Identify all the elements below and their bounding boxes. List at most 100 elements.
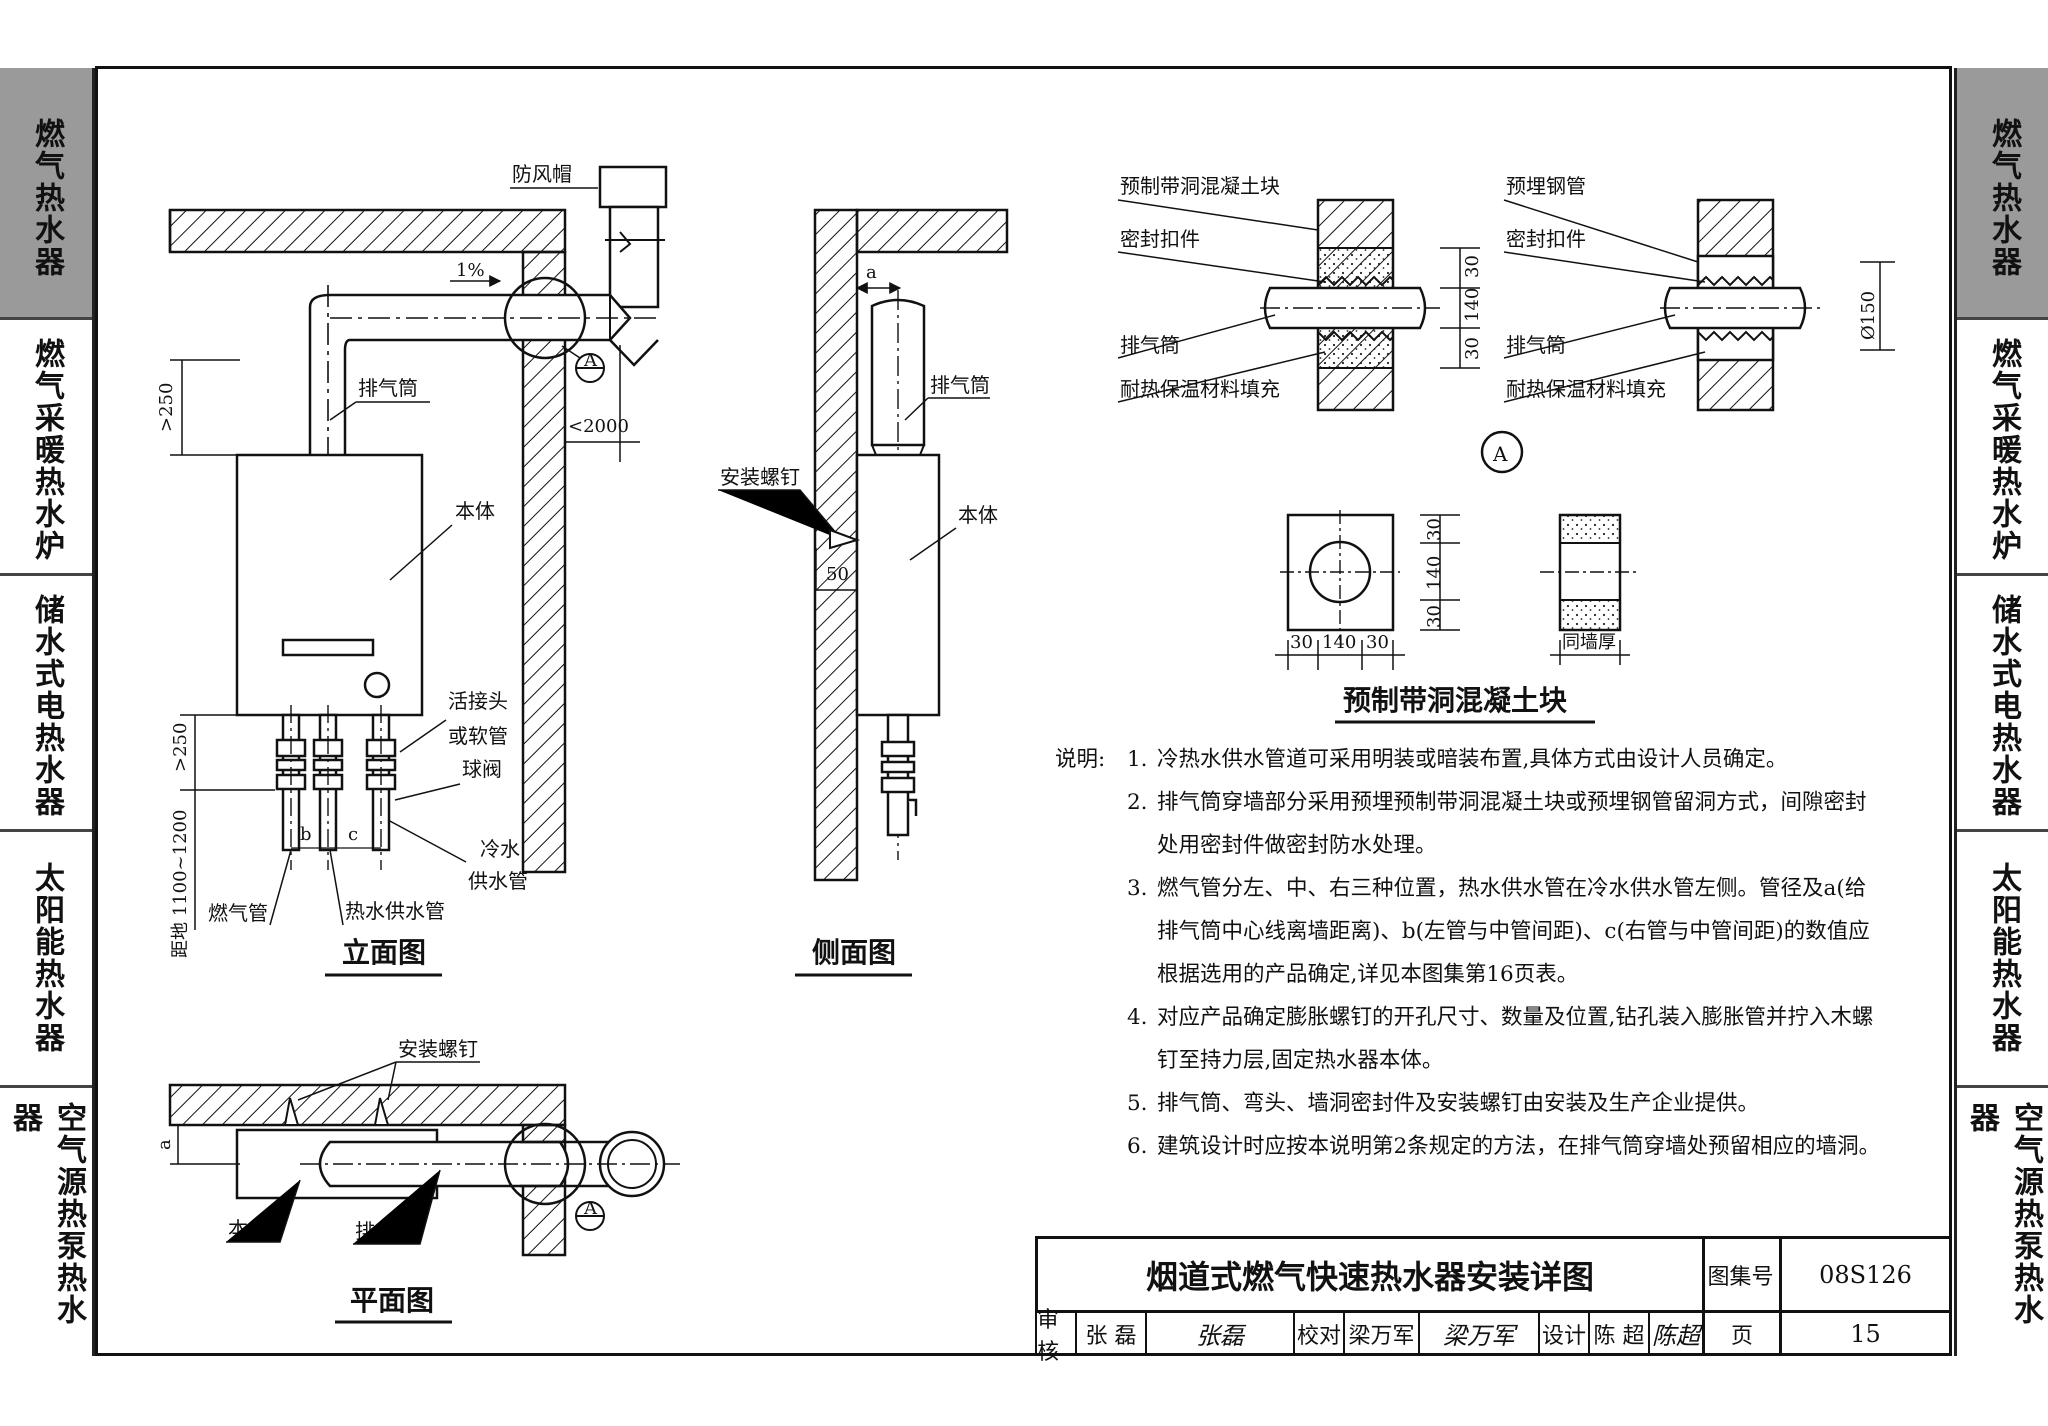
tab-label: 空气源热泵热水器 (7, 1102, 86, 1326)
side-screw-label: 安装螺钉 (720, 465, 800, 489)
note-item: 4. 对应产品确定膨胀螺钉的开孔尺寸、数量及位置,钻孔装入膨胀管并拧入木螺钉至持… (1055, 996, 1885, 1082)
tab-label: 空气源热泵热水器 (1964, 1102, 2043, 1326)
designer-name: 陈 超 (1590, 1313, 1650, 1356)
block-dim-v-3: 30 (1424, 605, 1445, 628)
note-text: 冷热水供水管道可采用明装或暗装布置,具体方式由设计人员确定。 (1157, 747, 1788, 772)
ceiling-slab (168, 208, 567, 254)
tab-gas-heating-boiler[interactable]: 燃气采暖热水炉 (1957, 320, 2048, 576)
note-number: 5. (1127, 1091, 1148, 1116)
plan-dim-a: a (154, 1139, 175, 1150)
wind-cap (598, 165, 668, 209)
note-number: 2. (1127, 790, 1148, 815)
block-dim-h-2: 140 (1322, 632, 1356, 653)
fill-label-left: 耐热保温材料填充 (1120, 377, 1280, 401)
dim-b: b (300, 824, 312, 845)
precast-block-detail: 30 140 30 30 140 30 同墙厚 预制带洞混凝土块 (1275, 510, 1640, 724)
plan-screw-label: 安装螺钉 (398, 1037, 478, 1061)
atlas-label: 图集号 (1702, 1236, 1782, 1313)
note-text: 建筑设计时应按本说明第2条规定的方法，在排气筒穿墙处预留相应的墙洞。 (1157, 1134, 1881, 1159)
design-label: 设计 (1540, 1313, 1590, 1356)
dim-30-a: 30 (1462, 255, 1483, 278)
note-text: 排气筒、弯头、墙洞密封件及安装螺钉由安装及生产企业提供。 (1157, 1091, 1760, 1116)
tab-gas-water-heater[interactable]: 燃气热水器 (0, 68, 92, 320)
plan-section-marker: A (583, 1198, 598, 1219)
tab-label: 燃气采暖热水炉 (29, 338, 64, 562)
plan-view: 安装螺钉 A a 本体 排气筒 平面图 (154, 1037, 680, 1324)
note-item: 2. 排气筒穿墙部分采用预埋预制带洞混凝土块或预埋钢管留洞方式，间隙密封处用密封… (1055, 781, 1885, 867)
tab-label: 太阳能热水器 (1986, 862, 2021, 1054)
tab-solar-water-heater[interactable]: 太阳能热水器 (1957, 832, 2048, 1088)
checker-signature: 梁万军 (1420, 1313, 1540, 1356)
flue-pipe (308, 307, 347, 455)
note-text: 对应产品确定膨胀螺钉的开孔尺寸、数量及位置,钻孔装入膨胀管并拧入木螺钉至持力层,… (1157, 1005, 1874, 1073)
tab-gas-heating-boiler[interactable]: 燃气采暖热水炉 (0, 320, 92, 576)
cold-pipe-label-2: 供水管 (468, 869, 528, 893)
dim-dia-150: Ø150 (1858, 291, 1879, 340)
ball-valve-label: 球阀 (462, 757, 502, 781)
note-item: 5. 排气筒、弯头、墙洞密封件及安装螺钉由安装及生产企业提供。 (1055, 1082, 1885, 1125)
elevation-view: A 防风帽 1% 本体 排气筒 活接头 或软管 球阀 (156, 162, 668, 977)
dim-line-bottom (180, 714, 275, 930)
tab-label: 储水式电热水器 (29, 594, 64, 818)
union-label: 活接头 (448, 689, 508, 713)
elevation-title: 立面图 (342, 936, 426, 969)
block-dim-h-1: 30 (1290, 632, 1313, 653)
tab-storage-electric-heater[interactable]: 储水式电热水器 (0, 576, 92, 832)
note-number: 3. (1127, 876, 1148, 901)
wall-section (521, 250, 567, 874)
wind-cap-label: 防风帽 (512, 162, 572, 186)
side-flue-label: 排气筒 (930, 373, 990, 397)
plan-wall-top (168, 1083, 567, 1127)
note-item: 6. 建筑设计时应按本说明第2条规定的方法，在排气筒穿墙处预留相应的墙洞。 (1055, 1125, 1885, 1168)
control-knob (363, 671, 391, 699)
body-label: 本体 (455, 499, 495, 523)
page-number: 15 (1782, 1313, 1952, 1356)
tab-label: 太阳能热水器 (29, 862, 64, 1054)
tab-label: 燃气采暖热水炉 (1986, 338, 2021, 562)
tab-label: 燃气热水器 (29, 118, 64, 278)
hot-pipe-label: 热水供水管 (345, 899, 445, 923)
tab-heat-pump-heater[interactable]: 空气源热泵热水器 (1957, 1088, 2048, 1356)
note-number: 6. (1127, 1134, 1148, 1159)
side-screw (829, 528, 861, 550)
dim-250-top: >250 (156, 383, 177, 432)
category-tabs-right: 燃气热水器 燃气采暖热水炉 储水式电热水器 太阳能热水器 空气源热泵热水器 (1954, 68, 2048, 1356)
note-text: 燃气管分左、中、右三种位置，热水供水管在冷水供水管左侧。管径及a(给排气筒中心线… (1157, 876, 1870, 987)
seal-label-left: 密封扣件 (1120, 227, 1200, 251)
tab-gas-water-heater[interactable]: 燃气热水器 (1957, 68, 2048, 320)
drawing-title: 烟道式燃气快速热水器安装详图 (1035, 1236, 1705, 1313)
drawing-frame (95, 66, 1952, 1356)
title-block: 烟道式燃气快速热水器安装详图 图集号 08S126 审核 张 磊 张磊 校对 梁… (1035, 1236, 1952, 1365)
flue-horizontal (308, 293, 632, 351)
note-text: 排气筒穿墙部分采用预埋预制带洞混凝土块或预埋钢管留洞方式，间隙密封处用密封件做密… (1157, 790, 1867, 858)
block-dim-v-1: 30 (1424, 518, 1445, 541)
note-item: 说明: 1. 冷热水供水管道可采用明装或暗装布置,具体方式由设计人员确定。 (1055, 738, 1885, 781)
dim-30-b: 30 (1462, 337, 1483, 360)
page-label: 页 (1705, 1313, 1782, 1356)
dim-c: c (348, 824, 358, 845)
side-body-label: 本体 (958, 503, 998, 527)
side-pipes (880, 713, 918, 837)
dim-140: 140 (1462, 288, 1483, 322)
side-title: 侧面图 (812, 936, 896, 969)
note-number: 4. (1127, 1005, 1148, 1030)
slope-label: 1% (456, 260, 485, 281)
tab-storage-electric-heater[interactable]: 储水式电热水器 (1957, 576, 2048, 832)
dim-250-bottom: >250 (170, 723, 191, 772)
section-marker-a: A (583, 350, 598, 371)
tab-solar-water-heater[interactable]: 太阳能热水器 (0, 832, 92, 1088)
notes-label: 说明: (1055, 747, 1106, 772)
gas-pipe-label: 燃气管 (208, 901, 268, 925)
note-item: 3. 燃气管分左、中、右三种位置，热水供水管在冷水供水管左侧。管径及a(给排气筒… (1055, 867, 1885, 996)
tab-heat-pump-heater[interactable]: 空气源热泵热水器 (0, 1088, 92, 1356)
block-dim-h-3: 30 (1366, 632, 1389, 653)
review-label: 审核 (1035, 1308, 1077, 1365)
notes-section: 说明: 1. 冷热水供水管道可采用明装或暗装布置,具体方式由设计人员确定。 2.… (1055, 738, 1885, 1168)
dim-2000: <2000 (568, 416, 629, 437)
atlas-number: 08S126 (1782, 1236, 1952, 1313)
fill-label-right: 耐热保温材料填充 (1506, 377, 1666, 401)
category-tabs-left: 燃气热水器 燃气采暖热水炉 储水式电热水器 太阳能热水器 空气源热泵热水器 (0, 68, 95, 1356)
block-label: 预制带洞混凝土块 (1120, 174, 1280, 198)
side-dim-a: a (866, 262, 877, 283)
side-body (855, 453, 941, 717)
